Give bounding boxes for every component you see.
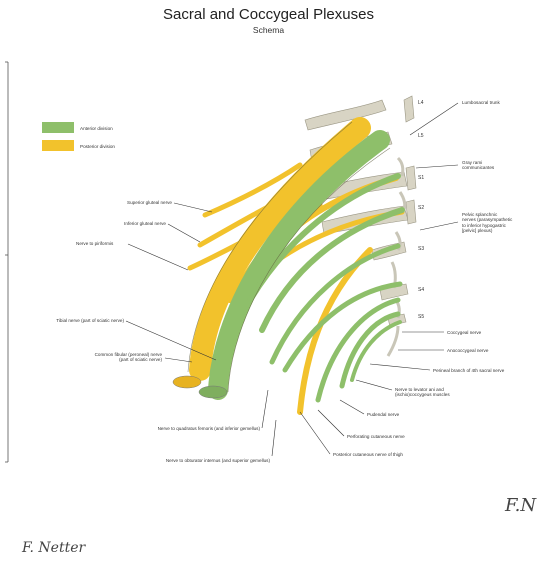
label-gray-rami-line2: communicantes (462, 165, 494, 170)
label-perineal-branch: Perineal branch of 4th sacral nerve (433, 368, 504, 373)
level-s5: S5 (418, 314, 424, 320)
level-s2: S2 (418, 205, 424, 211)
label-coccygeal: Coccygeal nerve (447, 330, 481, 335)
level-s3: S3 (418, 246, 424, 252)
label-perforating-cutaneous: Perforating cutaneous nerve (347, 434, 405, 439)
posterior-legend-label: Posterior division (80, 144, 115, 149)
level-s1: S1 (418, 175, 424, 181)
label-lumbosacral-trunk: Lumbosacral trunk (462, 100, 500, 105)
label-superior-gluteal: Superior gluteal nerve (60, 200, 172, 205)
artist-signature-left: F. Netter (22, 540, 85, 556)
label-pelvic-splanchnic: Pelvic splanchnic nerves (parasympatheti… (462, 212, 512, 234)
label-quadratus-femoris: Nerve to quadratus femoris (and inferior… (60, 426, 260, 431)
label-levator-line2: (ischio)coccygeus muscles (395, 392, 450, 397)
artist-signature-right: F.N (505, 495, 536, 516)
anterior-legend-label: Anterior division (80, 126, 113, 131)
label-common-fibular-line2: (part of sciatic nerve) (10, 357, 162, 362)
label-obturator-internus: Nerve to obturator internus (and superio… (70, 458, 270, 463)
label-levator-ani: Nerve to levator ani and (ischio)coccyge… (395, 387, 450, 398)
level-l4: L4 (418, 100, 424, 106)
label-common-fibular: Common fibular (peroneal) nerve (part of… (10, 352, 162, 363)
level-s4: S4 (418, 287, 424, 293)
anterior-legend-swatch (42, 122, 74, 133)
label-pelvic-line4: [pelvic] plexus) (462, 228, 512, 233)
label-pudendal: Pudendal nerve (367, 412, 399, 417)
label-anococcygeal: Anococcygeal nerve (447, 348, 488, 353)
left-bracket (5, 62, 8, 462)
level-l5: L5 (418, 133, 424, 139)
label-posterior-cutaneous: Posterior cutaneous nerve of thigh (333, 452, 403, 457)
posterior-legend-swatch (42, 140, 74, 151)
label-inferior-gluteal: Inferior gluteal nerve (60, 221, 166, 226)
label-piriformis: Nerve to piriformis (76, 241, 113, 246)
label-tibial: Tibial nerve (part of sciatic nerve) (8, 318, 124, 323)
label-gray-rami: Gray rami communicantes (462, 160, 494, 171)
